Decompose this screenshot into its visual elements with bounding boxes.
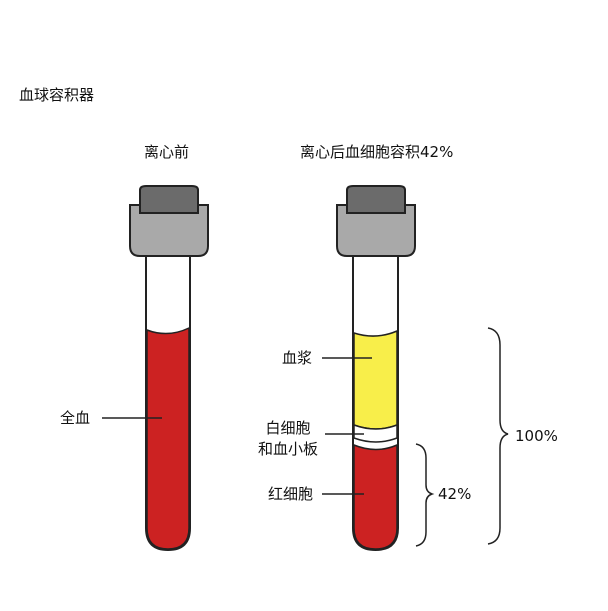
buffy-coat-label: 白细胞 和血小板 <box>258 418 318 460</box>
bracket-red-cells <box>415 443 435 547</box>
tube-after <box>336 185 416 552</box>
buffy-coat-label-line1: 白细胞 <box>265 419 311 437</box>
tube-after-header: 离心后血细胞容积42% <box>300 143 454 161</box>
diagram-title: 血球容积器 <box>19 86 95 104</box>
tube-before-cap-top <box>139 185 199 214</box>
tube-before-whole-blood <box>146 326 190 550</box>
bracket-red-cells-label: 42% <box>438 485 472 503</box>
tube-before <box>129 185 209 552</box>
whole-blood-label: 全血 <box>60 409 91 427</box>
buffy-coat-label-line2: 和血小板 <box>258 440 319 458</box>
tube-before-header: 离心前 <box>144 143 190 161</box>
red-cells-label: 红细胞 <box>268 485 314 503</box>
plasma-label: 血浆 <box>282 349 313 367</box>
tube-after-buffy-coat <box>353 423 398 443</box>
bracket-total-label: 100% <box>515 427 558 445</box>
tube-after-cap-collar <box>336 204 416 257</box>
tube-after-red-cells <box>353 443 398 550</box>
tube-after-plasma <box>353 329 398 430</box>
tube-after-cap-top <box>346 185 406 214</box>
bracket-total <box>487 327 509 545</box>
tube-before-cap-collar <box>129 204 209 257</box>
